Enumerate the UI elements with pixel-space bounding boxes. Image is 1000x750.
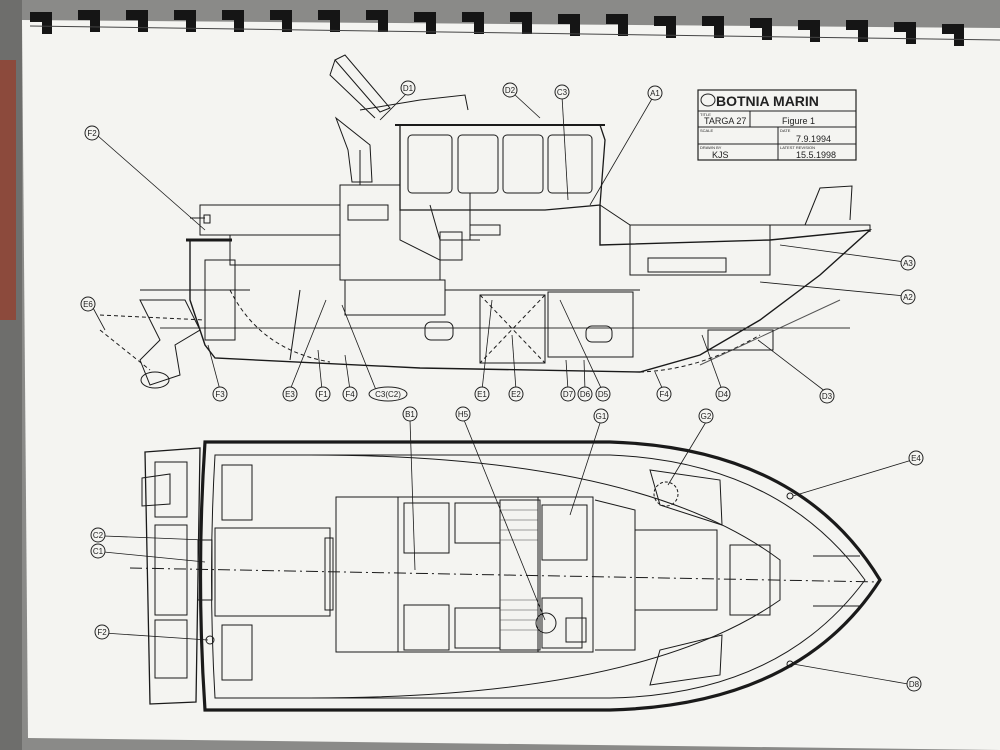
callout-a3-text: A3 xyxy=(903,259,913,268)
callout-d2: D2 xyxy=(502,82,518,98)
mast-arch xyxy=(334,54,391,113)
plan-hull-outline xyxy=(198,440,882,712)
callout-g1-text: G1 xyxy=(596,412,607,421)
drawing-title: TARGA 27 xyxy=(704,116,746,126)
callout-b1-text: B1 xyxy=(405,410,415,419)
callout-f4b: F4 xyxy=(656,386,672,402)
callout-f4: F4 xyxy=(342,386,358,402)
callout-f4b-text: F4 xyxy=(659,390,669,399)
latest-revision: 15.5.1998 xyxy=(796,150,836,160)
callout-g1: G1 xyxy=(593,408,609,424)
callout-e4: E4 xyxy=(908,450,924,466)
logo-mark xyxy=(700,93,716,107)
callout-f4-text: F4 xyxy=(345,390,355,399)
callout-d3: D3 xyxy=(819,388,835,404)
callout-g2-text: G2 xyxy=(701,412,712,421)
drawn-by: KJS xyxy=(712,150,729,160)
callout-f2b-text: F2 xyxy=(97,628,107,637)
callout-d2-text: D2 xyxy=(505,86,516,95)
window-4 xyxy=(547,134,593,194)
callout-d7-text: D7 xyxy=(563,390,574,399)
drawing-date: 7.9.1994 xyxy=(796,134,831,144)
drawn-by-caption: DRAWN BY xyxy=(700,145,722,150)
hull-dashed-bottom xyxy=(229,289,331,363)
callout-d5: D5 xyxy=(595,386,611,402)
helm-wheel xyxy=(535,612,557,634)
scale-caption: SCALE xyxy=(700,128,713,133)
callout-c2-text: C2 xyxy=(93,531,104,540)
callouts: F2 D1 D2 C3 A1 A3 A2 E6 F3 E3 F1 F4 C3(C… xyxy=(80,80,924,692)
callout-d8: D8 xyxy=(906,676,922,692)
binding-line xyxy=(29,25,1000,41)
callout-f3: F3 xyxy=(212,386,228,402)
callout-c1: C1 xyxy=(90,543,106,559)
callout-f2b: F2 xyxy=(94,624,110,640)
callout-e3-text: E3 xyxy=(285,390,295,399)
leader-lines xyxy=(91,91,913,685)
left-red-edge xyxy=(0,60,16,320)
callout-d3-text: D3 xyxy=(822,392,833,401)
callout-e1-text: E1 xyxy=(477,390,487,399)
callout-c3: C3 xyxy=(554,84,570,100)
callout-d8-text: D8 xyxy=(909,680,920,689)
callout-f2-text: F2 xyxy=(87,129,97,138)
spiral-binding xyxy=(30,10,964,46)
callout-e3: E3 xyxy=(282,386,298,402)
callout-d4: D4 xyxy=(715,386,731,402)
callout-f1-text: F1 xyxy=(318,390,328,399)
callout-a1: A1 xyxy=(647,85,663,101)
callout-c2: C2 xyxy=(90,527,106,543)
callout-c3c2-text: C3(C2) xyxy=(375,390,401,399)
callout-h5-text: H5 xyxy=(458,410,469,419)
callout-a1-text: A1 xyxy=(650,89,660,98)
callout-c3-text: C3 xyxy=(557,88,568,97)
callout-d6: D6 xyxy=(577,386,593,402)
side-profile-view xyxy=(99,54,873,389)
callout-d1-text: D1 xyxy=(403,84,414,93)
callout-c1-text: C1 xyxy=(93,547,104,556)
callout-a2-text: A2 xyxy=(903,293,913,302)
swim-platform xyxy=(144,447,201,705)
callout-e2: E2 xyxy=(508,386,524,402)
callout-a3: A3 xyxy=(900,255,916,271)
callout-d5-text: D5 xyxy=(598,390,609,399)
callout-f3-text: F3 xyxy=(215,390,225,399)
callout-e6: E6 xyxy=(80,296,96,312)
callout-a2: A2 xyxy=(900,289,916,305)
title-block-logo: BOTNIA MARIN xyxy=(716,93,819,109)
plan-view xyxy=(129,440,882,712)
callout-f2: F2 xyxy=(84,125,100,141)
callout-e1: E1 xyxy=(474,386,490,402)
title-block: BOTNIA MARIN TITLE TARGA 27 Figure 1 SCA… xyxy=(697,89,857,161)
callout-d6-text: D6 xyxy=(580,390,591,399)
window-1 xyxy=(407,134,453,194)
callout-e6-text: E6 xyxy=(83,300,93,309)
callout-h5: H5 xyxy=(455,406,471,422)
date-caption: DATE xyxy=(780,128,791,133)
callout-g2: G2 xyxy=(698,408,714,424)
paper-page xyxy=(22,20,1000,750)
window-3 xyxy=(502,134,544,194)
figure-number: Figure 1 xyxy=(782,116,815,126)
callout-d1: D1 xyxy=(400,80,416,96)
window-2 xyxy=(457,134,499,194)
title-caption: TITLE xyxy=(700,112,711,117)
callout-c3c2: C3(C2) xyxy=(368,386,408,402)
callout-d7: D7 xyxy=(560,386,576,402)
callout-d4-text: D4 xyxy=(718,390,729,399)
revision-caption: LATEST REVISION xyxy=(780,145,815,150)
callout-b1: B1 xyxy=(402,406,418,422)
callout-e4-text: E4 xyxy=(911,454,921,463)
callout-e2-text: E2 xyxy=(511,390,521,399)
outboard-motor xyxy=(139,299,201,386)
toilet xyxy=(424,321,454,341)
deck-hatch-grid xyxy=(500,509,538,631)
callout-f1: F1 xyxy=(315,386,331,402)
